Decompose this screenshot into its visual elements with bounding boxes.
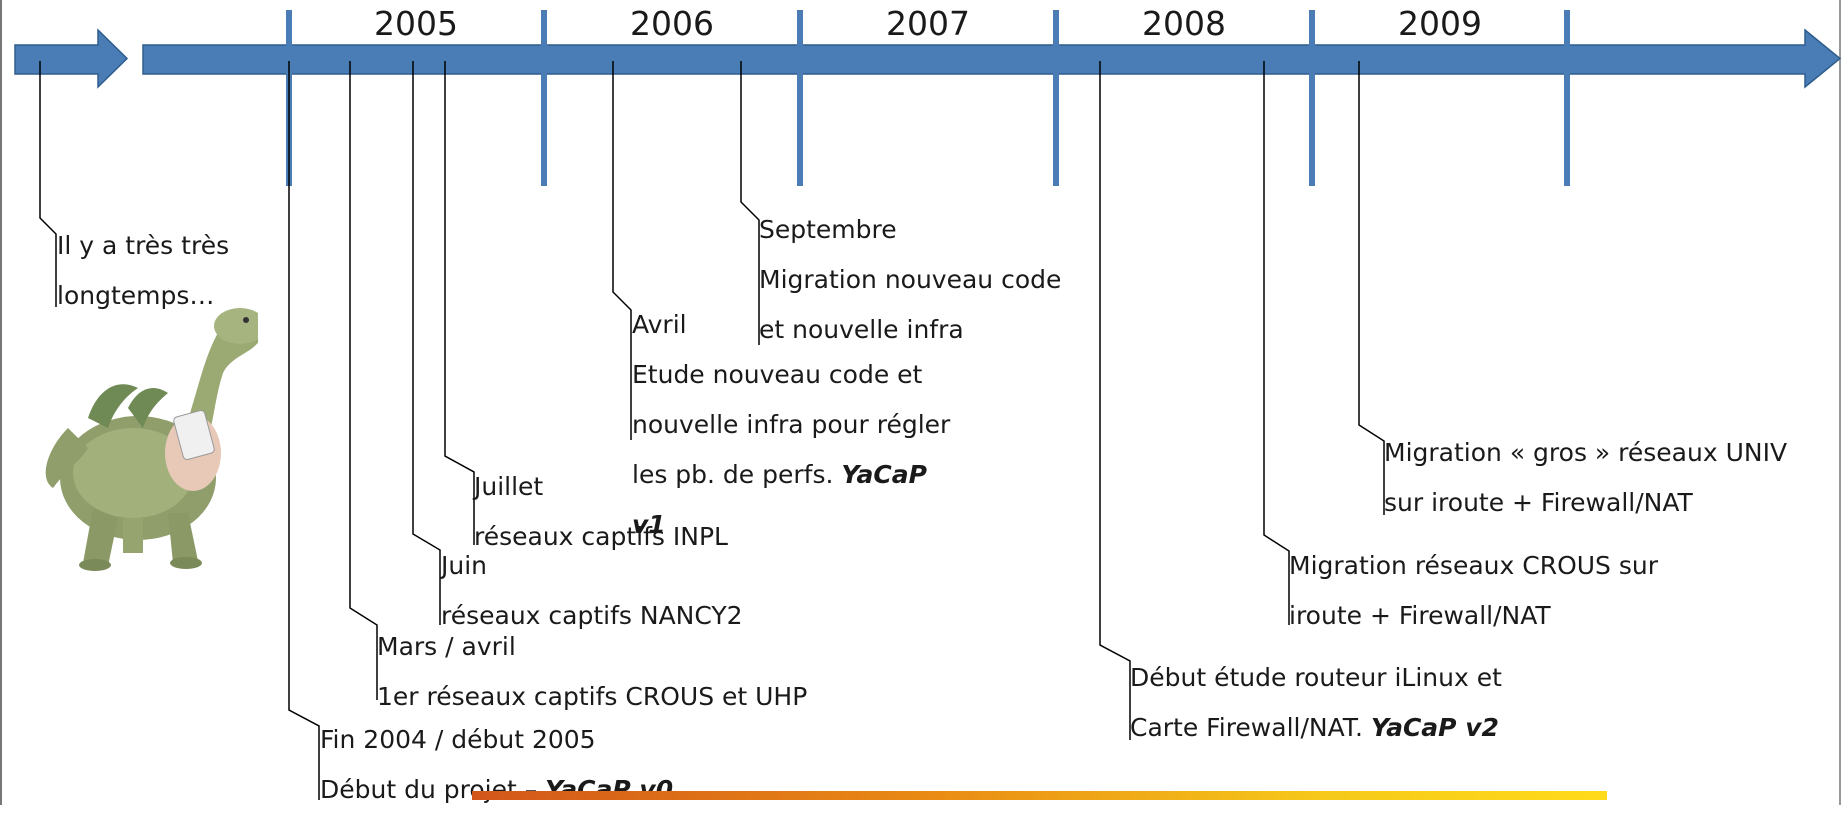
event-june: Juin réseaux captifs NANCY2 xyxy=(441,541,743,641)
event-april-line5: v1 xyxy=(632,500,950,550)
event-july-line1: Juillet xyxy=(474,472,544,501)
event-ilinux-line1: Début étude routeur iLinux et xyxy=(1130,663,1502,692)
connector-crous xyxy=(1263,61,1290,625)
year-tick xyxy=(541,10,547,186)
year-label-2007: 2007 xyxy=(886,4,970,43)
connector-start xyxy=(39,61,57,307)
year-label-2009: 2009 xyxy=(1398,4,1482,43)
event-march: Mars / avril 1er réseaux captifs CROUS e… xyxy=(377,622,807,722)
event-april-line1: Avril xyxy=(632,310,687,339)
event-ilinux-version: YaCaP v2 xyxy=(1370,713,1499,742)
event-april-line2: Etude nouveau code et xyxy=(632,360,923,389)
event-univ: Migration « gros » réseaux UNIV sur irou… xyxy=(1384,428,1787,528)
event-april-version: YaCaP xyxy=(841,460,927,489)
year-label-2008: 2008 xyxy=(1142,4,1226,43)
year-tick xyxy=(1053,10,1059,186)
event-project-start-line1: Fin 2004 / début 2005 xyxy=(320,725,596,754)
event-march-line1: Mars / avril xyxy=(377,632,516,661)
event-march-line2: 1er réseaux captifs CROUS et UHP xyxy=(377,682,808,711)
event-april-version-cont: v1 xyxy=(632,510,666,539)
plush-dinosaur-icon xyxy=(45,308,258,571)
event-april-text: les pb. de perfs. xyxy=(632,460,842,489)
event-june-line1: Juin xyxy=(441,551,488,580)
event-ilinux-text: Carte Firewall/NAT. xyxy=(1130,713,1371,742)
connector-september xyxy=(740,61,760,345)
bottom-accent-bar xyxy=(472,791,1607,800)
event-april-line4: les pb. de perfs. YaCaP xyxy=(632,450,950,500)
timeline-lead-arrow xyxy=(14,28,129,89)
event-september-line3: et nouvelle infra xyxy=(759,315,964,344)
event-crous: Migration réseaux CROUS sur iroute + Fir… xyxy=(1289,541,1658,641)
year-tick xyxy=(797,10,803,186)
event-start: Il y a très très longtemps… xyxy=(57,221,229,321)
timeline-main-arrow xyxy=(142,28,1842,89)
year-tick xyxy=(1309,10,1315,186)
event-september-line1: Septembre xyxy=(759,215,897,244)
event-univ-line2: sur iroute + Firewall/NAT xyxy=(1384,488,1693,517)
connector-april xyxy=(612,61,632,440)
event-september-line2: Migration nouveau code xyxy=(759,265,1062,294)
connector-univ xyxy=(1358,61,1385,515)
event-july: Juillet réseaux captifs INPL xyxy=(474,462,728,562)
event-univ-line1: Migration « gros » réseaux UNIV xyxy=(1384,438,1788,467)
event-start-line2: longtemps… xyxy=(57,281,215,310)
year-tick xyxy=(1564,10,1570,186)
event-project-start: Fin 2004 / début 2005 Début du projet – … xyxy=(320,715,673,815)
event-crous-line2: iroute + Firewall/NAT xyxy=(1289,601,1551,630)
year-label-2005: 2005 xyxy=(374,4,458,43)
event-ilinux: Début étude routeur iLinux et Carte Fire… xyxy=(1130,653,1502,753)
event-july-line2: réseaux captifs INPL xyxy=(474,522,728,551)
event-april: Avril Etude nouveau code et nouvelle inf… xyxy=(632,300,950,550)
connector-march xyxy=(349,61,378,700)
event-september: Septembre Migration nouveau code et nouv… xyxy=(759,205,1061,355)
connector-ilinux xyxy=(1099,61,1131,740)
year-label-2006: 2006 xyxy=(630,4,714,43)
connector-june xyxy=(412,61,441,625)
event-june-line2: réseaux captifs NANCY2 xyxy=(441,601,743,630)
event-start-line1: Il y a très très xyxy=(57,231,230,260)
connector-july xyxy=(444,61,475,545)
event-crous-line1: Migration réseaux CROUS sur xyxy=(1289,551,1659,580)
event-project-start-line2: Début du projet – YaCaP v0 xyxy=(320,765,673,815)
connector-project-start xyxy=(288,61,320,800)
event-ilinux-line2: Carte Firewall/NAT. YaCaP v2 xyxy=(1130,703,1502,753)
event-april-line3: nouvelle infra pour régler xyxy=(632,410,951,439)
